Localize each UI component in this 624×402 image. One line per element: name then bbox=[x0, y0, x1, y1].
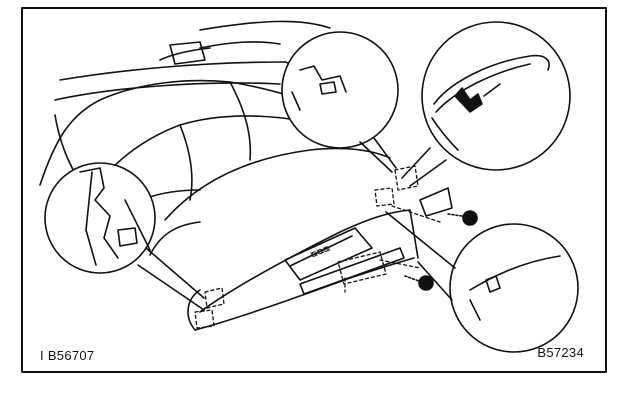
screw bbox=[404, 275, 434, 291]
detail-lower-right-clip bbox=[385, 211, 579, 353]
detail-upper-right-clip bbox=[401, 21, 571, 187]
clip-positions bbox=[194, 165, 441, 329]
figure-code-left: I B56707 bbox=[40, 348, 95, 363]
detail-lower-left-clip bbox=[44, 162, 205, 311]
figure-border bbox=[21, 7, 607, 373]
seat-side-shield: ᴓᴓᴓ bbox=[187, 209, 419, 331]
detail-upper-middle-clip bbox=[281, 31, 399, 173]
bolt bbox=[419, 187, 478, 226]
svg-text:ᴓᴓᴓ: ᴓᴓᴓ bbox=[309, 242, 332, 261]
figure-code-right: B57234 bbox=[537, 345, 584, 360]
